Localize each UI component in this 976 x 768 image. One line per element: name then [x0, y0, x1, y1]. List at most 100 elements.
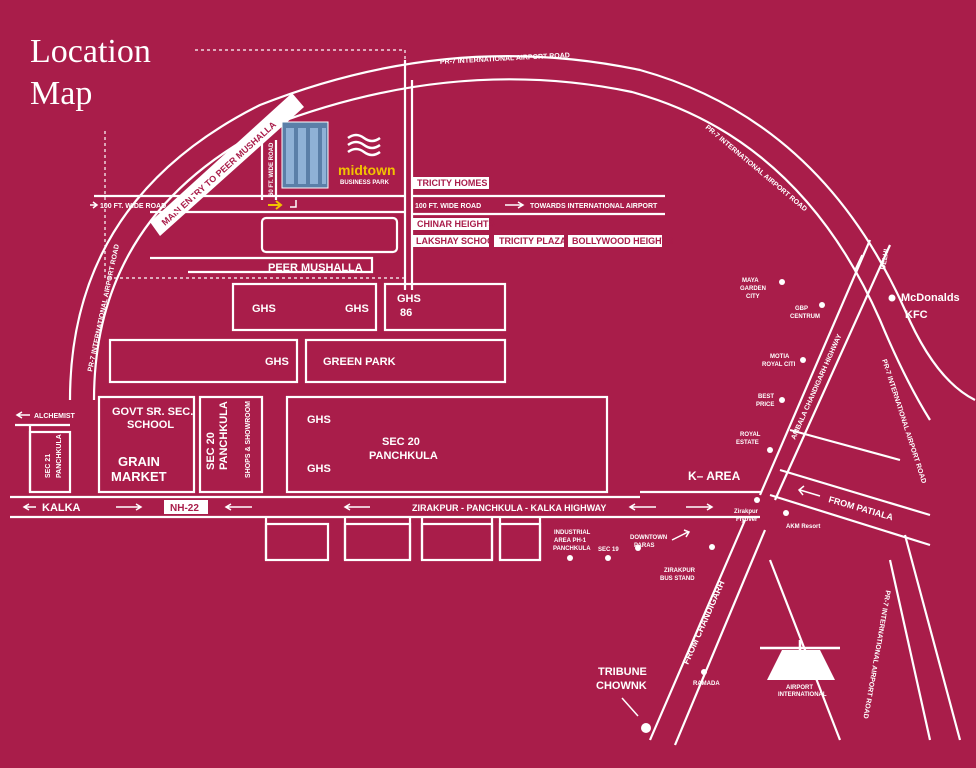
from-chandigarh-label: FROM CHANDIGARH — [681, 579, 727, 666]
peer-mushalla-road — [150, 256, 374, 274]
ghs-block-3 — [108, 338, 299, 384]
airport-label-1: AIRPORT — [786, 685, 813, 691]
sixty-ft-label: 60 FT. WIDE ROAD — [269, 142, 275, 196]
tribune-dot — [641, 723, 651, 733]
green-park-block — [304, 338, 507, 384]
midtown-building — [281, 121, 329, 189]
sec20-label-2: PANCHKULA — [369, 450, 438, 462]
from-patiala-label: FROM PATIALA — [827, 494, 894, 522]
peer-mushalla-label: PEER MUSHALLA — [268, 262, 363, 274]
gbp-dot — [819, 302, 825, 308]
brand-tagline: BUSINESS PARK — [340, 180, 390, 186]
nh22-label: NH-22 — [170, 503, 199, 514]
downtown-label-2: PARAS — [634, 543, 655, 549]
highway-arrow-2-icon — [628, 503, 656, 511]
zirakpur-highway-label: ZIRAKPUR - PANCHKULA - KALKA HIGHWAY — [412, 503, 606, 513]
nh22-badge — [164, 500, 208, 514]
nh22-arrow-left-icon — [224, 503, 252, 511]
alchemist-arrow-icon — [15, 411, 30, 419]
tribune-arrow-icon — [621, 697, 639, 717]
tag-tricity-homes — [413, 177, 489, 189]
motia-label-1: MOTIA — [770, 354, 790, 360]
lower-blocks — [264, 517, 542, 562]
kalka-arrow-icon — [22, 503, 36, 511]
ghs86-block — [383, 282, 507, 332]
ghs-block-1 — [231, 282, 378, 332]
pr7-east-label: PR-7 INTERNATIONAL AIRPORT ROAD — [880, 358, 927, 484]
ghs-label-4: GHS — [307, 414, 331, 426]
pr7-left-label: PR-7 INTERNATIONAL AIRPORT ROAD — [87, 244, 121, 373]
grain-label-2: MARKET — [111, 469, 167, 484]
maya-garden-dot — [779, 279, 785, 285]
gbp-label-2: CENTRUM — [790, 314, 820, 320]
mcdonalds-dot — [888, 294, 896, 302]
kalka-label: KALKA — [42, 502, 81, 514]
sec21-label-1: SEC 21 — [45, 454, 52, 478]
ghs86-label-a: GHS — [397, 293, 421, 305]
maya-label-1: MAYA — [742, 278, 759, 284]
tag-tricity-homes-label: TRICITY HOMES — [417, 178, 487, 188]
school-label-1: GOVT SR. SEC. — [112, 406, 193, 418]
bus-label-1: ZIRAKPUR — [664, 568, 696, 574]
sec19-dot — [605, 555, 611, 561]
tag-chinar-heights — [413, 218, 489, 230]
patiala-road — [769, 428, 931, 547]
ghs-label-1: GHS — [252, 303, 276, 315]
airport-label-2: INTERNATIONAL — [778, 692, 827, 698]
highway-arrow-icon — [343, 503, 370, 511]
sec20-label-1: SEC 20 — [382, 436, 420, 448]
downtown-dot — [635, 545, 641, 551]
downtown-label-1: DOWNTOWN — [630, 535, 667, 541]
ramada-dot — [701, 669, 707, 675]
royal-label-1: ROYAL — [740, 432, 761, 438]
sec20-vertical-2: PANCHKULA — [218, 401, 230, 470]
nh22-arrow-right-icon — [116, 503, 143, 511]
sec20-block — [285, 395, 609, 494]
sec20-small-block — [198, 395, 264, 494]
brand-name: midtown — [338, 162, 396, 178]
towards-arrow-icon — [505, 201, 525, 209]
hundred-ft-right-label: 100 FT. WIDE ROAD — [415, 203, 481, 210]
pr7-right-label: PR-7 INTERNATIONAL AIRPORT ROAD — [704, 124, 808, 213]
alchemist-label: ALCHEMIST — [34, 413, 76, 420]
map-title-line1: Location — [30, 33, 151, 70]
shops-label: SHOPS & SHOWROOM — [245, 401, 252, 478]
flyover-dot — [754, 497, 760, 503]
ind-label-2: AREA PH-1 — [554, 538, 587, 544]
sec20-vertical-1: SEC 20 — [205, 432, 217, 470]
zirakpur-highway — [10, 495, 760, 519]
sixty-ft-road — [260, 140, 278, 200]
tag-lakshay-school-label: LAKSHAY SCHOOL — [416, 236, 500, 246]
tag-bollywood-heights — [568, 235, 662, 247]
akm-label: AKM Resort — [786, 524, 820, 530]
industrial-area-dot — [567, 555, 573, 561]
pr7-south-label: PR-7 INTERNATIONAL AIRPORT ROAD — [861, 590, 890, 719]
delhi-arrow-icon — [854, 254, 863, 271]
ghs-label-3: GHS — [265, 356, 289, 368]
ambala-highway — [758, 239, 892, 501]
chandigarh-road — [648, 519, 767, 746]
motia-dot — [800, 357, 806, 363]
ind-label-1: INDUSTRIAL — [554, 530, 591, 536]
flyover-label-1: Zirakpur — [734, 509, 759, 515]
tag-lakshay-school — [413, 235, 489, 247]
midtown-logo: midtown BUSINESS PARK — [338, 133, 396, 186]
kfc-label: KFC — [905, 309, 928, 321]
patiala-arrow-icon — [797, 485, 821, 497]
akm-dot — [783, 510, 789, 516]
royal-label-2: ESTATE — [736, 440, 759, 446]
bus-label-2: BUS STAND — [660, 576, 695, 582]
map-title-line2: Map — [30, 75, 92, 112]
tag-tricity-plaza — [494, 235, 564, 247]
delhi-label: DELHI — [880, 248, 891, 270]
hundred-ft-road — [90, 194, 665, 216]
turn-arrow-icon — [290, 200, 297, 208]
flyover-label-2: Flyover — [736, 517, 758, 523]
motia-label-2: ROYAL CITI — [762, 362, 796, 368]
school-label-2: SCHOOL — [127, 419, 174, 431]
airport-icon — [760, 640, 840, 680]
highway-arrow-3-icon — [686, 503, 714, 511]
ghs-label-5: GHS — [307, 463, 331, 475]
grain-label-1: GRAIN — [118, 454, 160, 469]
